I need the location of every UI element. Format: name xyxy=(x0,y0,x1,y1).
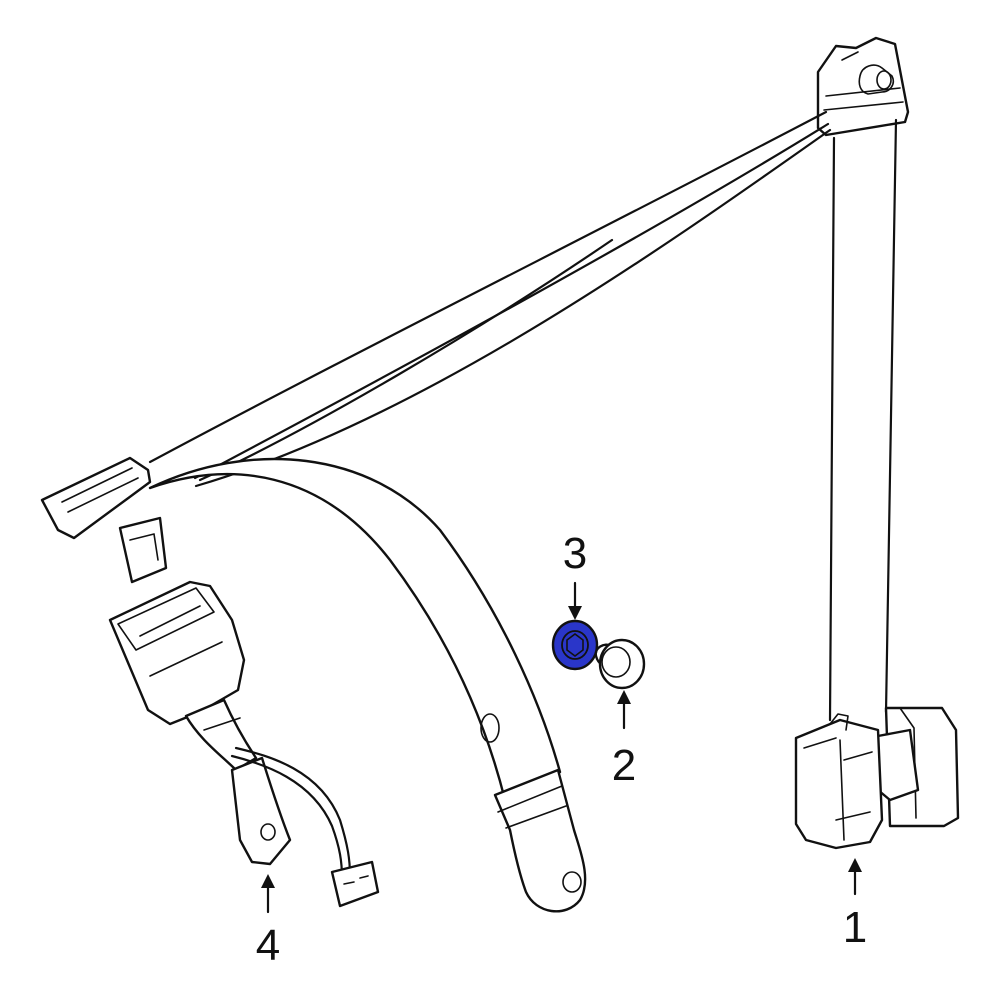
highlighted-washer xyxy=(551,619,599,671)
callout-2-label: 2 xyxy=(612,741,636,790)
retractor-assembly xyxy=(794,118,960,850)
seat-belt-buckle xyxy=(108,580,380,908)
callout-1-label: 1 xyxy=(843,903,867,952)
upper-anchor-guide xyxy=(816,36,910,137)
callout-4-label: 4 xyxy=(256,921,280,970)
callout-arrows xyxy=(261,581,862,914)
belt-guide-bracket xyxy=(40,456,168,584)
callout-3-label: 3 xyxy=(563,529,587,578)
belt-webbing-upper xyxy=(148,110,832,488)
push-button-stop xyxy=(594,638,646,690)
lap-belt-strap xyxy=(148,457,587,913)
